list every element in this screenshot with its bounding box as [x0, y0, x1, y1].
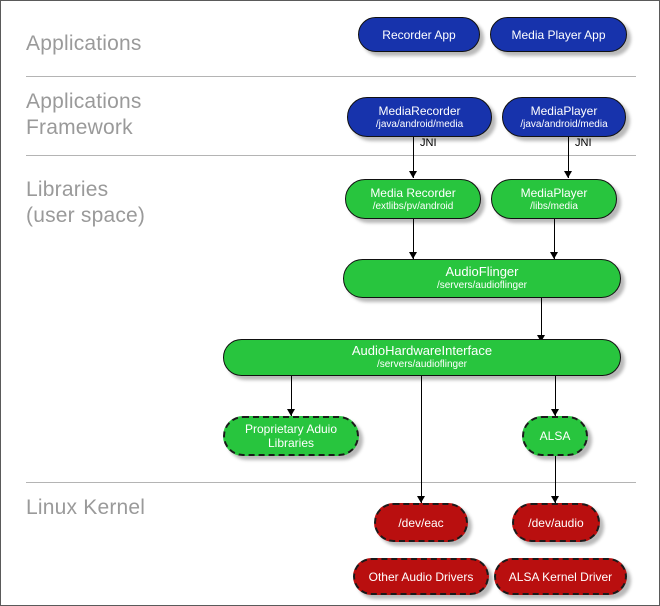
layer-label-applications-framework: Applications Framework [26, 90, 142, 139]
connector-mediarecorder-audioflinger [413, 219, 414, 259]
arrowhead-mediarecorder-audioflinger [409, 252, 417, 259]
node-media-player-library[interactable]: MediaPlayer /libs/media [491, 179, 617, 219]
divider-kernel [26, 482, 636, 483]
connector-mediarecorder-jni [413, 136, 414, 178]
arrowhead-ahi-alsa [551, 409, 559, 416]
node-recorder-app[interactable]: Recorder App [358, 17, 480, 52]
node-media-recorder-library-title: Media Recorder [370, 185, 456, 200]
node-media-player-library-path: /libs/media [530, 200, 578, 212]
node-audiohardwareinterface-path: /servers/audioflinger [376, 359, 468, 370]
node-mediaplayer-framework[interactable]: MediaPlayer /java/android/media [502, 97, 626, 137]
node-audiohardwareinterface-title: AudioHardwareInterface [351, 343, 493, 358]
node-recorder-app-title: Recorder App [382, 27, 456, 42]
node-other-audio-drivers-title: Other Audio Drivers [368, 569, 474, 584]
node-media-player-app[interactable]: Media Player App [490, 17, 627, 52]
node-audioflinger-path: /servers/audioflinger [436, 280, 528, 291]
node-media-recorder-library-path: /extlibs/pv/android [372, 200, 454, 212]
layer-label-applications: Applications [26, 32, 142, 55]
node-dev-audio[interactable]: /dev/audio [512, 503, 600, 542]
node-audioflinger[interactable]: AudioFlinger /servers/audioflinger [343, 259, 621, 298]
node-dev-audio-title: /dev/audio [528, 515, 584, 530]
node-dev-eac[interactable]: /dev/eac [374, 503, 468, 542]
node-mediarecorder-framework[interactable]: MediaRecorder /java/android/media [347, 97, 492, 137]
node-proprietary-audio-libraries-title: Proprietary Aduio Libraries [244, 422, 338, 450]
divider-framework [26, 155, 636, 156]
arrowhead-mediarecorder-jni [409, 171, 417, 178]
node-dev-eac-title: /dev/eac [398, 515, 444, 530]
connector-audioflinger-audiohardwareinterface [541, 298, 542, 342]
edge-label-jni-right: JNI [575, 137, 592, 149]
node-mediaplayer-framework-path: /java/android/media [520, 118, 608, 130]
node-alsa-kernel-driver[interactable]: ALSA Kernel Driver [494, 558, 627, 595]
node-audioflinger-title: AudioFlinger [445, 264, 519, 279]
arrowhead-ahi-dev-eac [417, 496, 425, 503]
connector-mediaplayer-jni [568, 136, 569, 178]
node-mediarecorder-framework-path: /java/android/media [375, 118, 464, 130]
divider-applications [26, 76, 636, 77]
layer-label-libraries: Libraries (user space) [26, 178, 146, 227]
node-media-recorder-library[interactable]: Media Recorder /extlibs/pv/android [345, 179, 481, 219]
arrowhead-ahi-proprietary [287, 409, 295, 416]
node-media-player-app-title: Media Player App [511, 27, 606, 42]
connector-mediaplayer-audioflinger [554, 219, 555, 259]
node-other-audio-drivers[interactable]: Other Audio Drivers [353, 558, 489, 595]
connector-alsa-dev-audio [555, 456, 556, 503]
arrowhead-alsa-dev-audio [551, 496, 559, 503]
edge-label-jni-left: JNI [420, 137, 437, 149]
node-alsa[interactable]: ALSA [522, 416, 588, 456]
node-media-player-library-title: MediaPlayer [520, 185, 588, 200]
node-proprietary-audio-libraries[interactable]: Proprietary Aduio Libraries [223, 416, 359, 456]
node-mediaplayer-framework-title: MediaPlayer [530, 103, 598, 118]
connector-ahi-proprietary [291, 376, 292, 416]
node-alsa-title: ALSA [539, 429, 571, 443]
node-mediarecorder-framework-title: MediaRecorder [378, 103, 461, 118]
connector-ahi-alsa [555, 376, 556, 416]
arrowhead-mediaplayer-audioflinger [550, 252, 558, 259]
layer-label-linux-kernel: Linux Kernel [26, 496, 146, 519]
node-alsa-kernel-driver-title: ALSA Kernel Driver [508, 569, 613, 584]
node-audiohardwareinterface[interactable]: AudioHardwareInterface /servers/audiofli… [223, 339, 621, 376]
connector-ahi-dev-eac [421, 376, 422, 503]
arrowhead-mediaplayer-jni [564, 171, 572, 178]
